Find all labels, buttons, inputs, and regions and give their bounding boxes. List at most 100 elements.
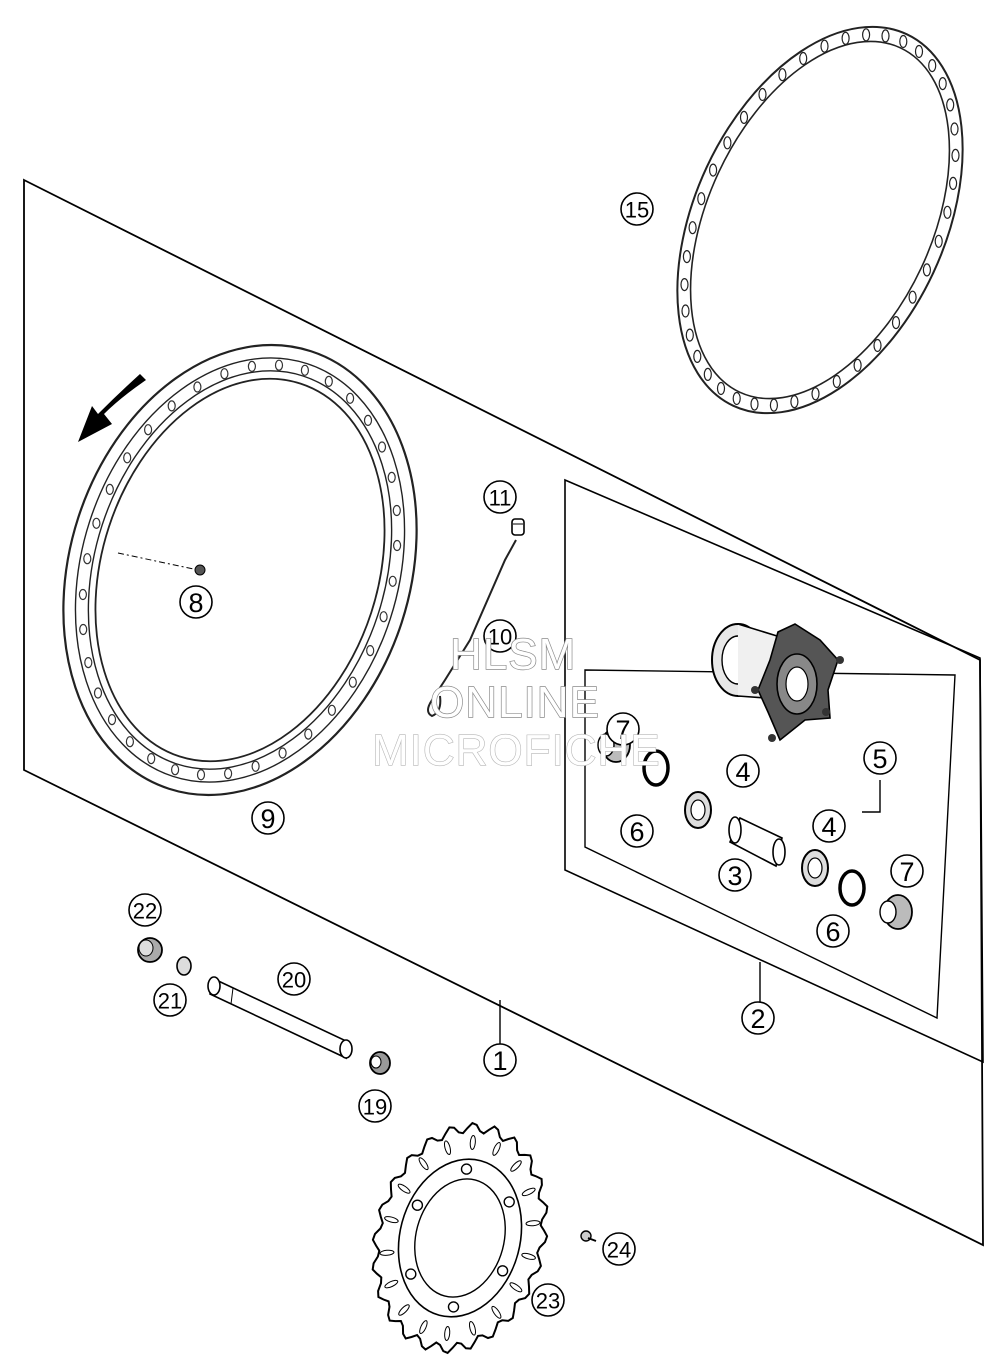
spoke-hole	[93, 687, 103, 699]
spoke-hole	[78, 588, 88, 601]
disc-slot	[510, 1160, 522, 1172]
tape-cutout	[946, 98, 955, 112]
disc-slot	[379, 1249, 395, 1256]
callout-15: 15	[620, 192, 654, 226]
callout-9: 9	[251, 801, 285, 835]
watermark-line-3: MICROFICHE	[371, 725, 661, 775]
callout-21: 21	[153, 983, 187, 1017]
disc-slot	[491, 1305, 502, 1319]
tape-cutout	[841, 31, 850, 45]
callout-label: 4	[735, 757, 750, 787]
tape-cutout	[708, 163, 718, 177]
tape-cutout	[680, 278, 689, 292]
disc-bolt-hole	[411, 1199, 424, 1211]
callout-label: 10	[488, 625, 512, 650]
spoke-hole	[83, 553, 92, 565]
callout-22: 22	[128, 893, 162, 927]
tape-cutout	[832, 374, 841, 389]
tape-cutout	[891, 316, 901, 330]
spoke-hole	[377, 441, 387, 453]
callout-label: 22	[133, 899, 157, 924]
disc-bolt-hole	[460, 1163, 473, 1175]
callout-20: 20	[277, 962, 311, 996]
disc-slot	[443, 1140, 452, 1155]
spoke-hole	[125, 736, 134, 748]
tape-cutout	[732, 391, 741, 406]
watermark-line-2: ONLINE	[429, 677, 600, 727]
tape-cutout	[873, 338, 882, 353]
tape-cutout	[778, 68, 787, 82]
callout-label: 7	[615, 715, 630, 745]
spoke-hole	[107, 713, 117, 726]
spoke-hole	[251, 760, 260, 772]
rotation-arrow-icon	[78, 374, 146, 442]
leader-line-8	[117, 552, 199, 571]
hub-sprocket-carrier	[711, 623, 844, 742]
callout-4-lower: 4	[812, 809, 846, 843]
rim-spoke-holes	[78, 359, 402, 781]
tape-cutout	[950, 122, 959, 136]
disc-slot	[398, 1304, 410, 1316]
tape-cutout	[899, 34, 908, 49]
tape-cutout	[853, 358, 862, 372]
callout-23: 23	[531, 1283, 565, 1317]
disc-slot	[469, 1135, 476, 1150]
wheel-axle	[207, 976, 353, 1060]
spoke-hole	[278, 747, 287, 759]
tape-cutout	[769, 398, 779, 412]
watermark-line-1: HLSM	[449, 629, 577, 679]
shaft-seal-left	[642, 749, 670, 787]
callout-6-lower: 6	[816, 914, 850, 948]
tape-cutout	[681, 304, 690, 318]
spoke-hole	[247, 360, 256, 372]
ball-bearing-left	[684, 791, 712, 829]
disc-slot	[468, 1321, 477, 1336]
disc-slot	[397, 1183, 411, 1194]
callout-label: 15	[625, 198, 649, 223]
tape-cutout	[693, 349, 702, 363]
tape-cutout	[928, 58, 937, 73]
tape-cutout	[943, 205, 952, 219]
callout-4-upper: 4	[726, 754, 760, 788]
callout-label: 24	[607, 1238, 631, 1263]
tape-cutout	[811, 387, 820, 401]
spoke-hole	[274, 359, 284, 371]
tape-cutout	[908, 290, 917, 304]
callout-5: 5	[863, 741, 897, 775]
spoke-hole	[387, 471, 396, 483]
callout-19: 19	[358, 1089, 392, 1123]
callout-label: 9	[260, 804, 275, 834]
axle-washer	[176, 956, 192, 976]
spoke-hole	[392, 504, 401, 517]
disc-bolt-hole	[496, 1265, 509, 1277]
spoke-nipple	[194, 564, 206, 576]
spoke-hole	[393, 539, 402, 552]
callout-label: 7	[899, 857, 914, 887]
tape-cutout	[881, 29, 890, 43]
disc-slot	[419, 1320, 428, 1335]
spoke-hole	[144, 424, 153, 436]
callout-7-lower: 7	[890, 854, 924, 888]
spoke-hole	[84, 656, 93, 669]
rim-tape-cutouts	[680, 28, 960, 412]
disc-slot	[509, 1282, 523, 1293]
tape-cutout	[716, 381, 726, 396]
disc-screw	[580, 1230, 597, 1242]
spacer-bushing-right	[879, 894, 913, 930]
spoke-hole	[196, 769, 206, 781]
spoke-hole	[300, 364, 309, 376]
tape-cutout	[914, 44, 924, 59]
callout-label: 21	[158, 989, 182, 1014]
callout-8: 8	[179, 585, 213, 619]
callout-label: 6	[825, 917, 840, 947]
spoke-hole	[324, 375, 333, 387]
disc-slot	[418, 1157, 429, 1171]
callout-6-upper: 6	[620, 814, 654, 848]
tape-cutout	[723, 136, 732, 150]
callout-label: 5	[872, 744, 887, 774]
disc-slot	[525, 1220, 541, 1227]
tape-cutout	[682, 250, 692, 264]
main-assembly-frame	[23, 178, 984, 1247]
callout-label: 1	[492, 1046, 507, 1076]
